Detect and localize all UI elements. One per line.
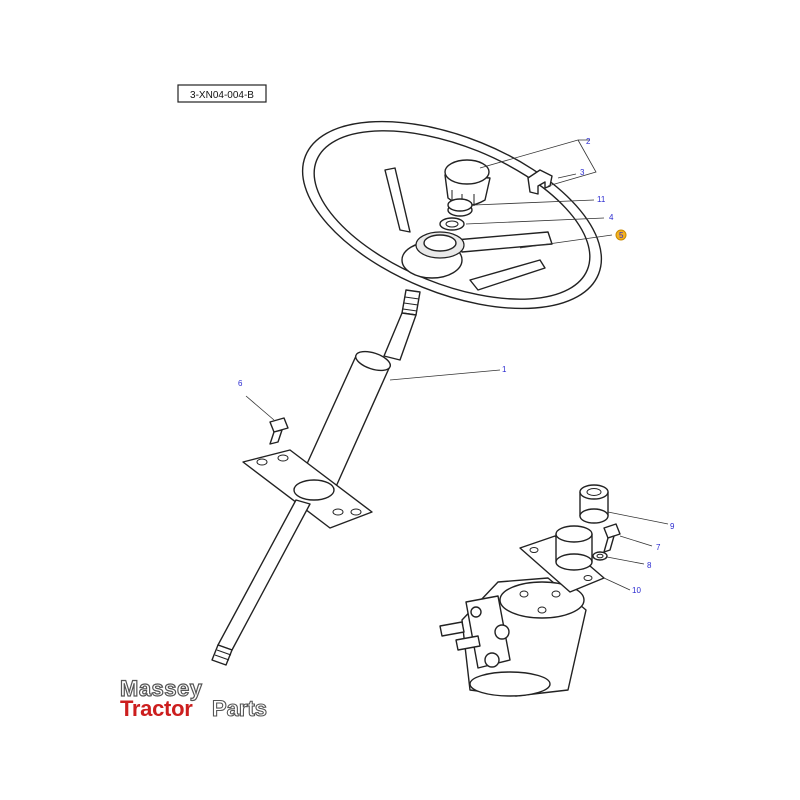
leader-lines	[245, 139, 669, 591]
steering-control-unit[interactable]	[439, 577, 587, 697]
horn-cap[interactable]	[444, 159, 491, 207]
callout-3[interactable]: 3	[580, 168, 585, 177]
bush[interactable]	[579, 484, 609, 524]
hub-nut[interactable]	[447, 198, 473, 217]
flange-bolt[interactable]	[269, 417, 289, 445]
reference-code-box: 3-XN04-004-B	[177, 84, 267, 103]
callout-4[interactable]: 4	[609, 213, 614, 222]
retaining-clip[interactable]	[527, 169, 553, 195]
callout-9[interactable]: 9	[670, 522, 675, 531]
callouts: 2 3 11 4 5 1 6 9 7 8 10	[238, 137, 675, 595]
callout-5-highlight	[615, 229, 627, 241]
hub-washer[interactable]	[439, 217, 465, 231]
callout-7[interactable]: 7	[656, 543, 661, 552]
mounting-bolt[interactable]	[603, 523, 621, 553]
mounting-plate[interactable]	[519, 525, 605, 593]
logo-word-parts: Parts	[211, 695, 268, 721]
callout-1[interactable]: 1	[502, 365, 507, 374]
callout-5[interactable]: 5	[619, 231, 624, 240]
logo-word-tractor: Tractor	[120, 696, 193, 721]
callout-11[interactable]: 11	[597, 195, 606, 204]
steering-column[interactable]	[211, 289, 421, 666]
spring-washer[interactable]	[592, 551, 608, 561]
logo-line-massey: Massey	[119, 675, 203, 701]
massey-tractor-parts-logo: Massey Tractor Parts	[119, 675, 290, 724]
callout-6[interactable]: 6	[238, 379, 243, 388]
callout-2[interactable]: 2	[586, 137, 591, 146]
reference-code: 3-XN04-004-B	[190, 90, 254, 101]
callout-10[interactable]: 10	[632, 586, 641, 595]
callout-8[interactable]: 8	[647, 561, 652, 570]
